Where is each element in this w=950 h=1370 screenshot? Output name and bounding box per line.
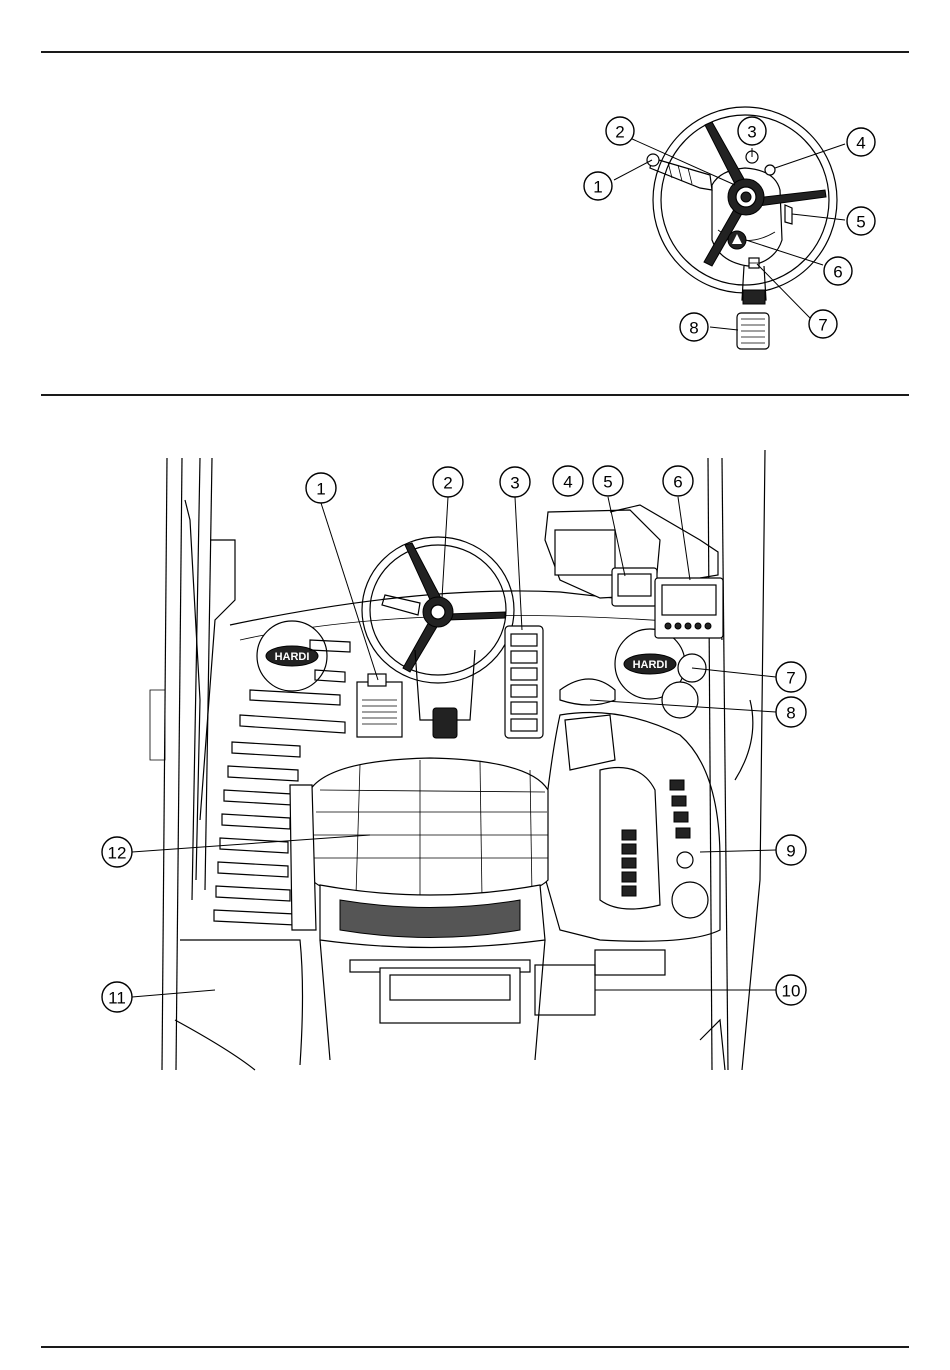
callout-label: 11	[108, 989, 126, 1008]
callout-6: 6	[663, 466, 693, 496]
callout-2: 2	[606, 117, 634, 145]
callout-label: 1	[593, 178, 602, 197]
callout-6: 6	[824, 257, 852, 285]
document-holder	[357, 674, 402, 737]
callout-label: 9	[786, 842, 795, 861]
callout-label: 5	[856, 213, 865, 232]
callout-8: 8	[680, 313, 708, 341]
hardi-logo-right: HARDI	[615, 629, 685, 699]
callout-label: 7	[786, 669, 795, 688]
callout-label: 6	[673, 473, 682, 492]
callout-label: 12	[108, 844, 127, 863]
callout-12: 12	[102, 837, 132, 867]
callout-9: 9	[776, 835, 806, 865]
callout-5: 5	[847, 207, 875, 235]
callout-label: 7	[818, 316, 827, 335]
hardi-logo-left: HARDI	[257, 621, 327, 691]
steering-wheel-drawing	[647, 107, 837, 349]
callout-label: 2	[443, 474, 452, 493]
callout-label: 1	[316, 480, 325, 499]
operator-seat	[290, 758, 548, 1060]
callout-label: 2	[615, 123, 624, 142]
bottom-callouts: 1 2 3 4 5 6 7 8 9 10 11 12	[102, 466, 806, 1012]
callout-label: 8	[689, 319, 698, 338]
brand-logo-text: HARDI	[275, 651, 310, 663]
callout-label: 4	[563, 473, 572, 492]
callout-label: 6	[833, 263, 842, 282]
terminal-brackets	[545, 505, 723, 638]
callout-7: 7	[809, 310, 837, 338]
storage-box	[380, 950, 725, 1070]
callout-label: 8	[786, 704, 795, 723]
callout-5: 5	[593, 466, 623, 496]
callout-10: 10	[776, 975, 806, 1005]
callout-label: 3	[747, 123, 756, 142]
switch-panel	[505, 626, 543, 738]
cab-drawing: HARDI HARDI	[150, 450, 765, 1070]
armrest-console	[540, 679, 720, 941]
callout-11: 11	[102, 982, 132, 1012]
callout-label: 5	[603, 473, 612, 492]
callout-3: 3	[738, 117, 766, 145]
callout-1: 1	[306, 473, 336, 503]
brand-logo-text: HARDI	[633, 659, 668, 671]
steering-wheel	[362, 537, 514, 738]
callout-label: 3	[510, 474, 519, 493]
callout-label: 10	[782, 982, 801, 1001]
callout-7: 7	[776, 662, 806, 692]
callout-4: 4	[553, 466, 583, 496]
callout-3: 3	[500, 467, 530, 497]
callout-1: 1	[584, 172, 612, 200]
bottom-rule	[41, 1346, 909, 1348]
floor-slats	[214, 640, 350, 925]
steering-column-diagram: 1 2 3 4 5 6 7 8	[0, 0, 950, 400]
callout-label: 4	[856, 134, 865, 153]
callout-2: 2	[433, 467, 463, 497]
callout-8: 8	[776, 697, 806, 727]
callout-4: 4	[847, 128, 875, 156]
bottom-leader-lines	[132, 497, 776, 997]
